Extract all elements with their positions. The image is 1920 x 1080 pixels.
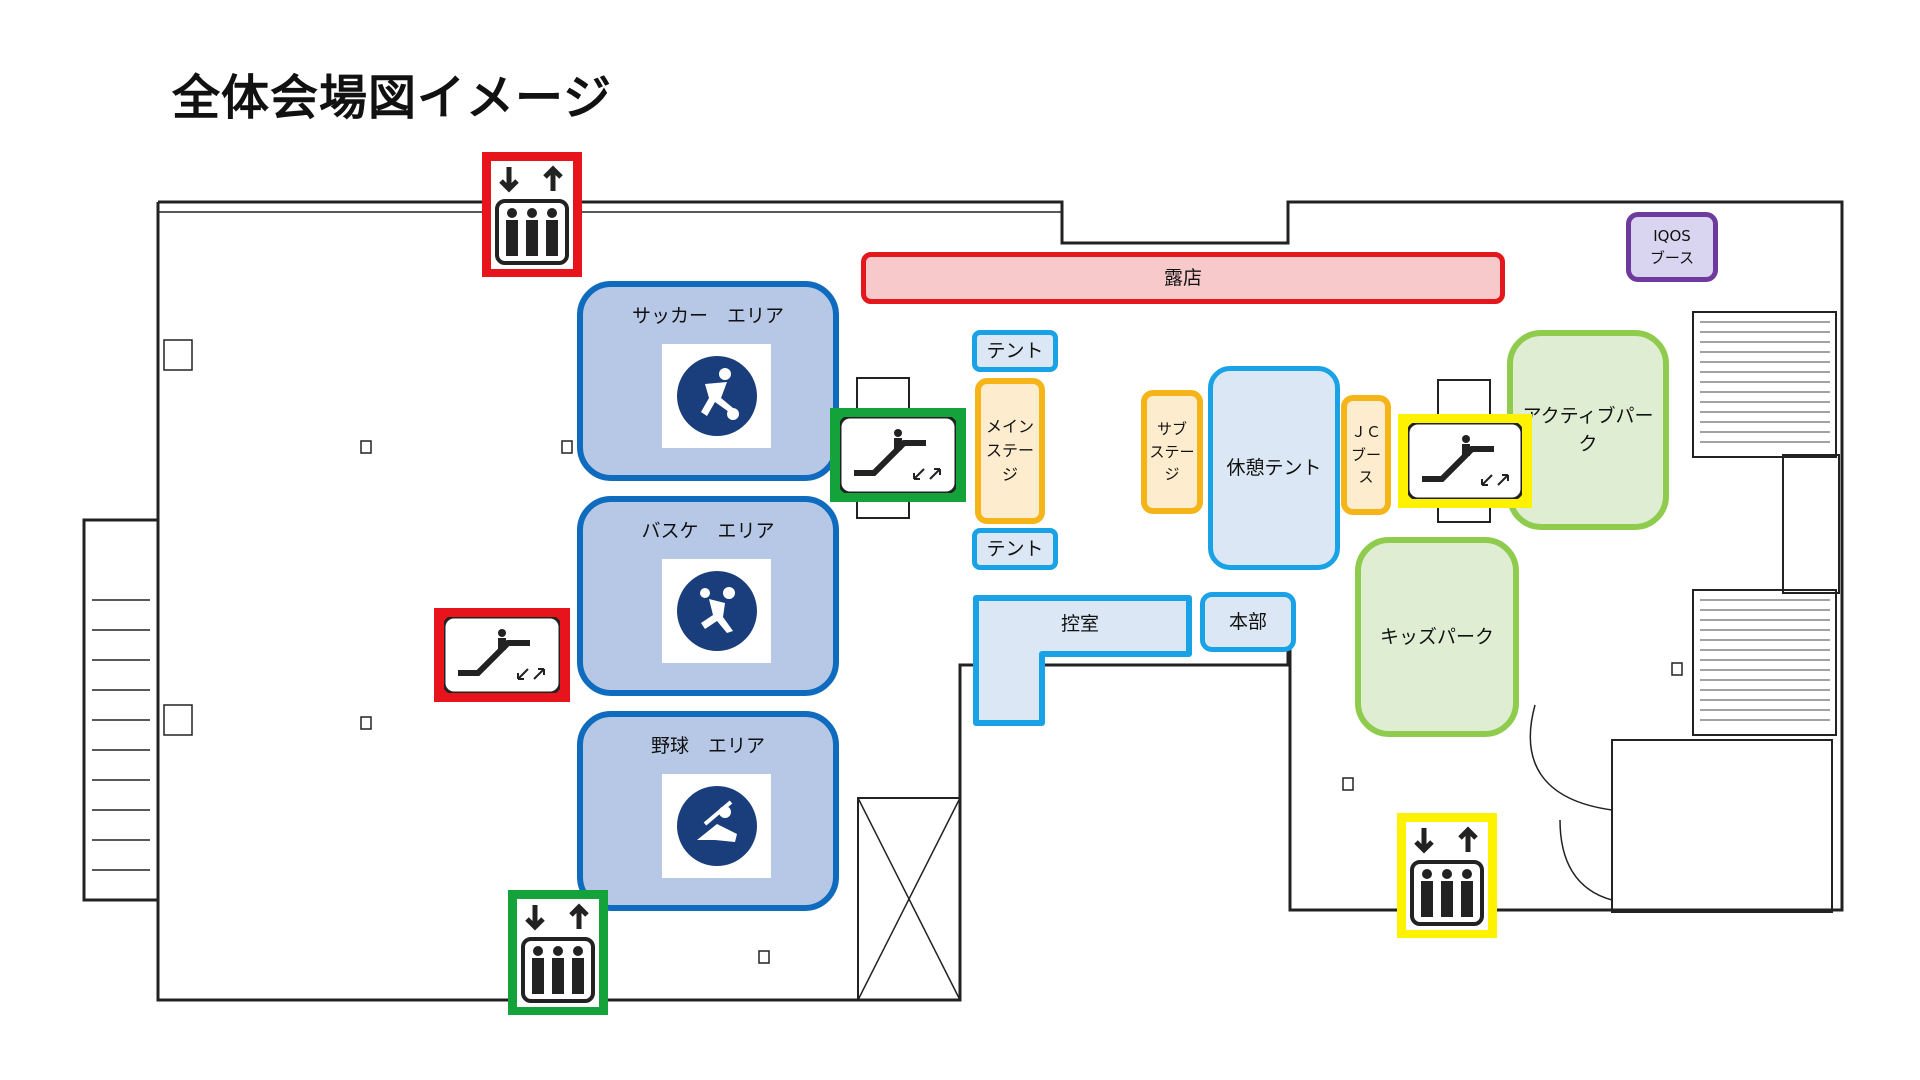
stair-hatching [1700,321,1830,721]
main-stage-label-1: メイン [985,417,1034,436]
active-park-label-2: ク [1578,433,1598,455]
waiting-room-label: 控室 [1060,612,1099,635]
escalator-icon [1408,423,1522,499]
baseball-pictogram-icon [676,786,757,866]
elevator-badge-bottom-green [508,890,608,1015]
rest-tent-label: 休憩テント [1226,456,1322,479]
baseball-area-label: 野球 エリア [650,735,765,757]
pillars [163,339,1683,964]
elevator-icon [1406,821,1488,930]
page-title: 全体会場図イメージ [172,70,613,126]
floor-plan-walls [82,200,1844,1002]
escalator-badge-yellow [1398,414,1532,508]
elevator-badge-top-red [482,152,582,277]
kids-park-label: キッズパーク [1379,625,1494,648]
active-park-label-1: アクティブパー [1522,404,1654,427]
jc-booth-label-1: ＪＣ [1350,423,1381,442]
zone-soccer-area: サッカー エリア [577,281,839,481]
escalator-icon [840,417,956,493]
escalator-icon [444,617,560,693]
zone-stalls-label: 露店 [1163,266,1202,289]
headquarters-label: 本部 [1228,610,1267,633]
zone-iqos-booth: IQOS ブース [1626,212,1718,282]
zone-jc-booth: ＪＣ ブース [1341,395,1391,515]
baseball-icon-box [662,774,771,878]
zone-sub-stage: サブ ステージ [1141,390,1203,514]
soccer-pictogram-icon [676,356,757,436]
escalator-badge-red [434,608,570,702]
basketball-icon-box [662,559,771,663]
basketball-area-label: バスケ エリア [641,520,775,542]
waiting-room-label-box: 控室 [1020,602,1140,646]
zone-main-stage: メイン ステージ [975,378,1045,524]
zone-kids-park: キッズパーク [1355,537,1519,737]
tent-bottom-label: テント [986,537,1044,560]
sub-stage-label-2: ステージ [1149,442,1195,484]
elevator-badge-bottom-yellow [1397,813,1497,938]
zone-baseball-area: 野球 エリア [577,711,839,911]
tent-top-label: テント [986,339,1044,362]
main-stage-label-2: ステージ [985,441,1034,484]
zone-stalls: 露店 [861,252,1505,304]
zone-headquarters: 本部 [1200,592,1296,652]
sub-stage-label-1: サブ [1156,420,1187,439]
zone-tent-top: テント [972,330,1058,372]
zone-tent-bottom: テント [972,528,1058,570]
zone-rest-tent: 休憩テント [1208,366,1340,570]
iqos-booth-label-2: ブース [1649,249,1695,267]
elevator-icon [491,160,573,269]
jc-booth-label-2: ブース [1350,445,1381,487]
zone-basketball-area: バスケ エリア [577,496,839,696]
basketball-pictogram-icon [676,571,757,651]
iqos-booth-label-1: IQOS [1653,226,1691,245]
soccer-area-label: サッカー エリア [631,305,784,327]
soccer-icon-box [662,344,771,448]
zone-waiting-room [973,595,1192,726]
escalator-badge-green [830,408,966,502]
elevator-icon [517,898,599,1007]
